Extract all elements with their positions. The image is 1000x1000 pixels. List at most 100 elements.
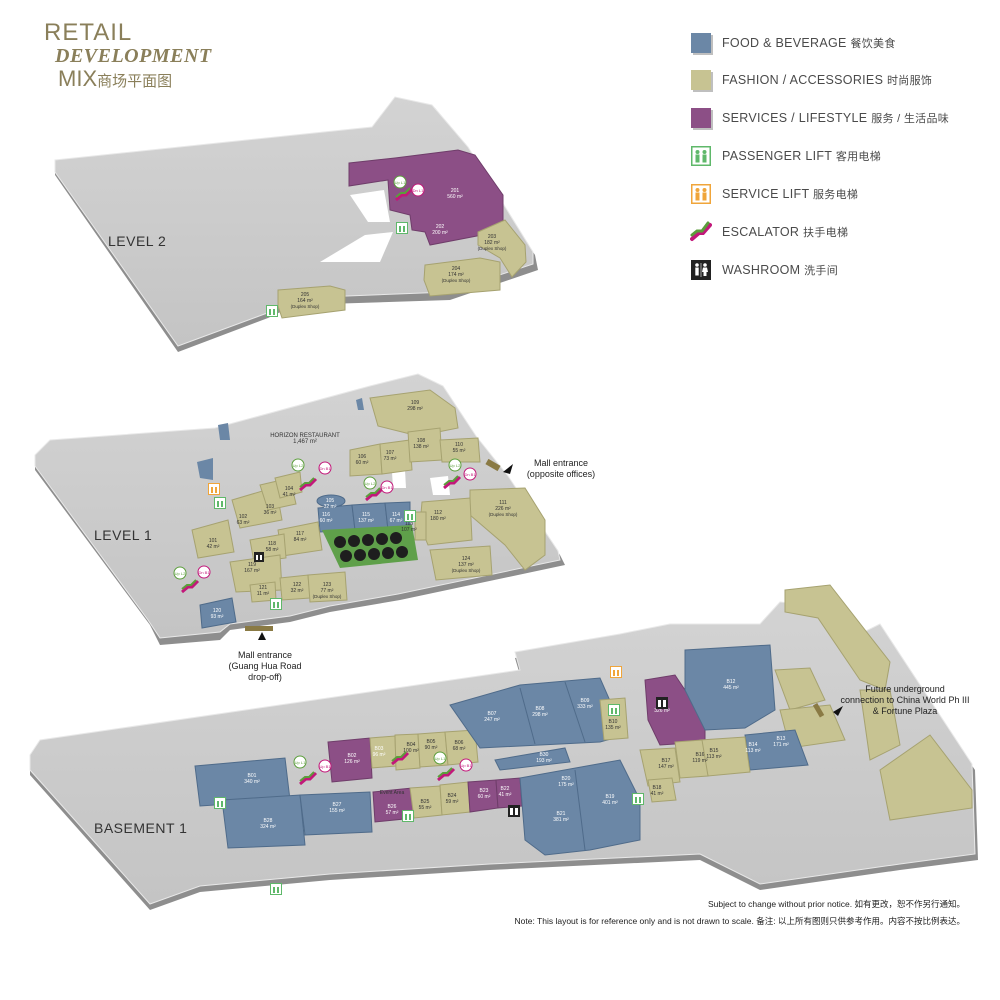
unit-area: 326 m² — [654, 708, 670, 714]
mall-entrance-offices-line2: (opposite offices) — [526, 469, 596, 479]
unit-number: 203 — [488, 234, 497, 240]
mall-entrance-guanghua-line2: (Guang Hua Road — [228, 661, 302, 671]
unit-number: B09 — [581, 698, 590, 704]
unit-area: 200 m² — [432, 230, 448, 236]
legend-zh-passenger-lift: 客用电梯 — [835, 151, 882, 163]
unit-area: 445 m² — [723, 685, 739, 691]
unit-number: 124 — [462, 556, 471, 562]
legend-label-passenger-lift: PASSENGER LIFT — [722, 149, 833, 163]
tag-dn-b1-c: Dn B1 — [464, 472, 476, 477]
unit-number: 205 — [301, 292, 310, 298]
passenger-lift-icon — [402, 810, 414, 822]
mall-entrance-guanghua-line3: drop-off) — [248, 672, 282, 682]
unit-number: B17 — [662, 758, 671, 764]
unit-number: B22 — [501, 786, 510, 792]
unit-area: 182 m² — [484, 240, 500, 246]
unit-area: 113 m² — [706, 754, 722, 760]
unit-area: 42 m² — [207, 544, 220, 550]
title-retail: RETAIL — [44, 19, 133, 46]
tag-up-l2-b: Up L2 — [365, 481, 376, 486]
unit-area: 63 m² — [237, 520, 250, 526]
unit-area: 41 m² — [499, 792, 512, 798]
unit-area: 96 m² — [373, 752, 386, 758]
unit-number: B10 — [609, 719, 618, 725]
unit-area: 226 m² — [495, 506, 511, 512]
unit-area: 324 m² — [260, 824, 276, 830]
passenger-lift-icon — [270, 883, 282, 895]
unit-number: B16 — [696, 752, 705, 758]
legend-label-fashion: FASHION / ACCESSORIES — [722, 73, 884, 87]
legend-label-washroom: WASHROOM — [722, 263, 801, 277]
escalator-icon — [391, 751, 410, 766]
tag-up-l2-d: Up L2 — [175, 571, 186, 576]
unit-area: 138 m² — [413, 444, 429, 450]
mall-entrance-guanghua: Mall entrance (Guang Hua Road drop-off) — [210, 650, 320, 683]
unit-number: B21 — [557, 811, 566, 817]
unit-number: B04 — [407, 742, 416, 748]
unit-number: B07 — [488, 711, 497, 717]
passenger-lift-icon — [690, 145, 712, 167]
unit-area: 333 m² — [577, 704, 593, 710]
unit-number: 119 — [248, 562, 256, 568]
legend-service-lift: SERVICE LIFT 服务电梯 — [690, 181, 990, 207]
entrance-markers — [245, 458, 843, 718]
washroom-icon — [690, 259, 712, 281]
future-connection: Future underground connection to China W… — [830, 684, 980, 717]
unit-number: B02 — [348, 753, 357, 759]
unit-sub: (Duplex Shop) — [489, 512, 518, 517]
unit-number: B18 — [653, 785, 662, 791]
future-line1: Future underground — [865, 684, 945, 694]
title-mix-en: MIX — [58, 66, 98, 91]
horizon-restaurant-name: HORIZON RESTAURANT — [270, 433, 340, 439]
unit-number: 108 — [417, 438, 426, 444]
passenger-lift-icon — [632, 793, 644, 805]
unit-number: 101 — [209, 538, 218, 544]
unit-sub: (Duplex Shop) — [291, 304, 320, 309]
title-mix: MIX商场平面图 — [58, 66, 172, 92]
unit-number: 110 — [455, 442, 463, 448]
unit-area: 60 m² — [478, 794, 491, 800]
unit-number: 122 — [293, 582, 302, 588]
unit-number: B08 — [536, 706, 545, 712]
escalator-icon — [365, 487, 384, 502]
level1-garden — [322, 525, 418, 568]
tag-up-l1-a: Up L1 — [395, 180, 406, 185]
note-subject-to-change: Subject to change without prior notice. … — [708, 899, 965, 909]
level2-label: LEVEL 2 — [108, 233, 167, 249]
unit-area: 119 m² — [692, 758, 708, 764]
unit-number: 121 — [259, 585, 268, 591]
tag-up-b1-a: Up B1 — [319, 764, 331, 769]
unit-sub: (Duplex Shop) — [313, 594, 342, 599]
legend-zh-washroom: 洗手间 — [804, 265, 839, 277]
passenger-lift-icon — [214, 797, 226, 809]
horizon-restaurant-area: 1,467 m² — [293, 439, 317, 445]
unit-area: 167 m² — [244, 568, 260, 574]
unit-area: 193 m² — [536, 758, 552, 764]
tag-up-b1-b: Up B1 — [460, 763, 472, 768]
unit-number: 116 — [322, 512, 330, 518]
legend-washroom: WASHROOM 洗手间 — [690, 257, 990, 283]
tag-dn-b1-b: Dn B1 — [381, 485, 393, 490]
unit-area: 32 m² — [291, 588, 304, 594]
unit-area: 137 m² — [458, 562, 474, 568]
legend-food-beverage: FOOD & BEVERAGE 餐饮美食 — [690, 30, 990, 56]
unit-number: 201 — [451, 188, 460, 194]
escalator-icon — [395, 187, 414, 202]
tag-dn-l1-a: Dn L1 — [413, 188, 424, 193]
unit-number: 114 — [392, 512, 400, 518]
unit-area: 147 m² — [658, 764, 674, 770]
unit-area: 164 m² — [297, 298, 313, 304]
mall-entrance-offices-line1: Mall entrance — [533, 458, 589, 468]
escalator-icon — [690, 221, 712, 243]
tag-up-l1-c: Up L1 — [435, 756, 446, 761]
unit-number: B05 — [427, 739, 436, 745]
unit-area: 174 m² — [448, 272, 464, 278]
unit-area: 340 m² — [244, 779, 260, 785]
unit-area: 381 m² — [553, 817, 569, 823]
unit-number: 202 — [436, 224, 445, 230]
unit-number: B30 — [540, 752, 549, 758]
legend-fashion-accessories: FASHION / ACCESSORIES 时尚服饰 — [690, 67, 990, 93]
unit-area: 107 m² — [401, 527, 417, 533]
unit-number: B03 — [375, 746, 384, 752]
passenger-lift-icon — [608, 704, 620, 716]
